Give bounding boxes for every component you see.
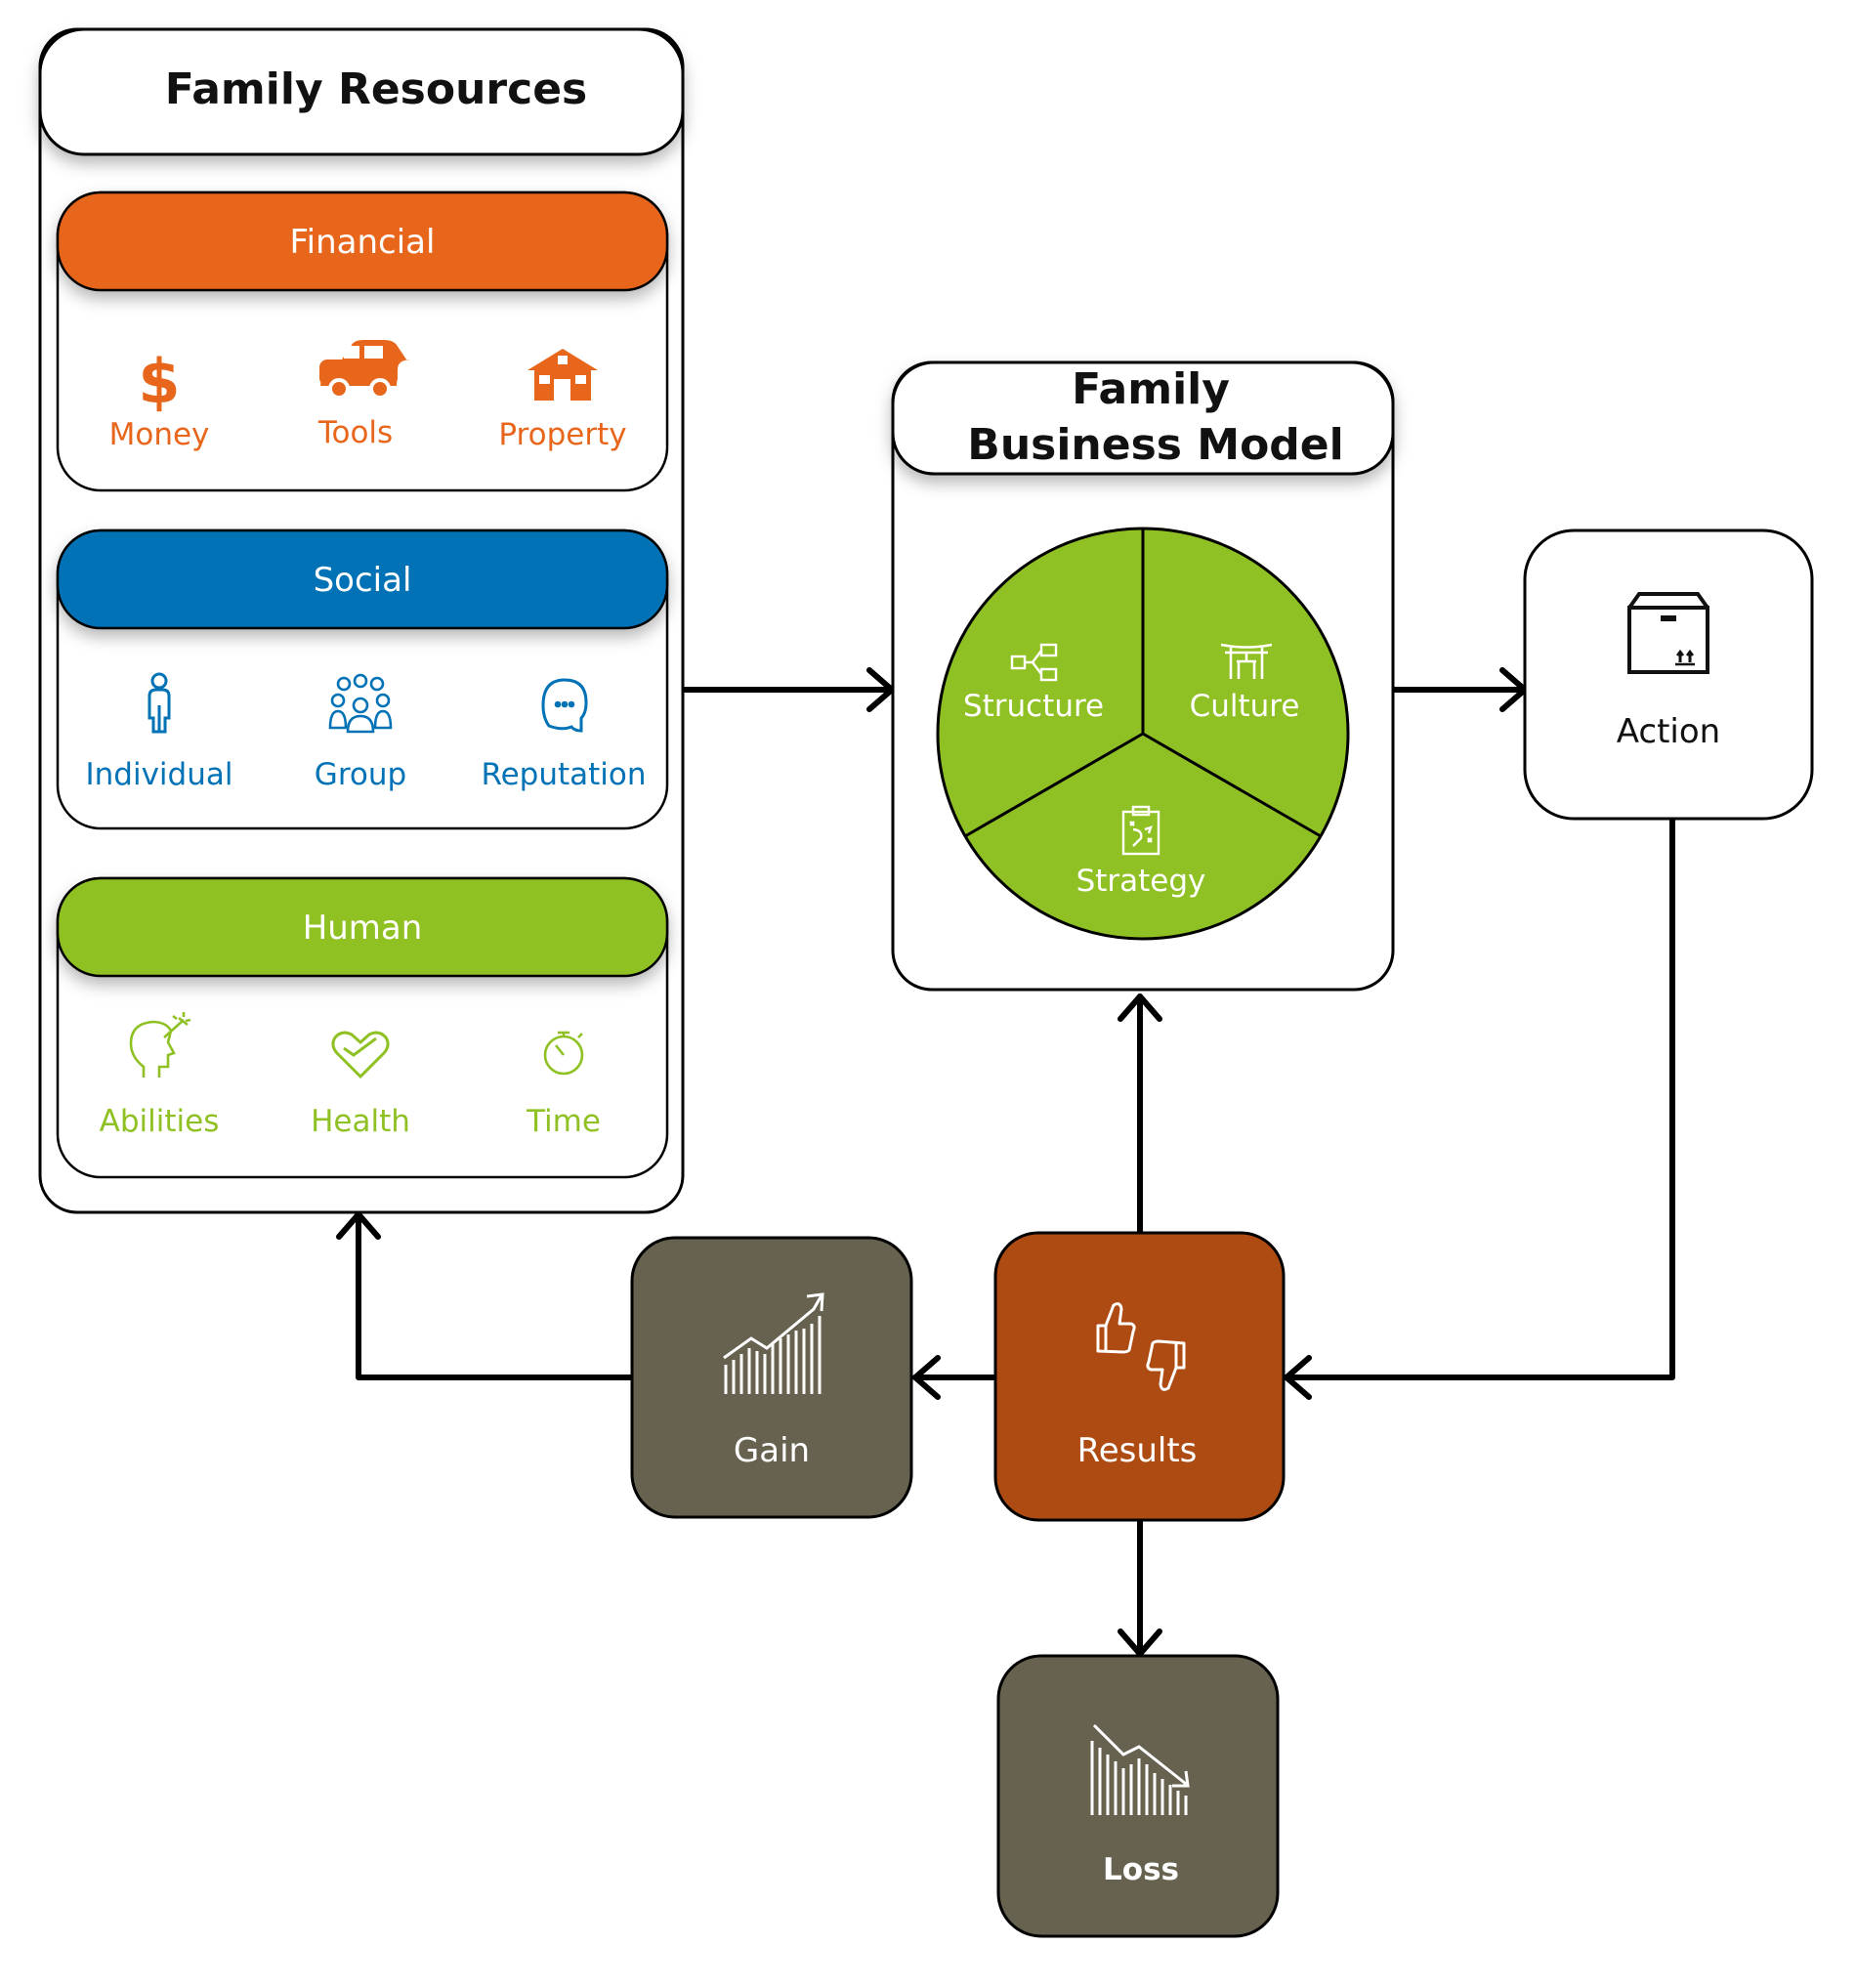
group-human-header (56, 876, 669, 978)
group-social: Social Individual Group (56, 529, 669, 830)
stopwatch-icon (543, 1031, 584, 1076)
item-tools-label: Tools (317, 415, 393, 450)
loss-node: Loss (996, 1654, 1280, 1938)
item-abilities-label: Abilities (100, 1104, 220, 1139)
house-icon (527, 349, 598, 401)
arrowhead-results-to-loss (1118, 1628, 1162, 1657)
model-pie: Structure Culture (936, 527, 1350, 941)
item-time-label: Time (526, 1104, 601, 1139)
heart-icon (331, 1031, 390, 1079)
item-reputation-label: Reputation (481, 757, 646, 792)
arrow-action-to-results (1284, 818, 1675, 1380)
results-box (993, 1231, 1286, 1522)
group-financial-header (56, 190, 669, 292)
action-box (1523, 529, 1814, 821)
gain-node: Gain (630, 1236, 913, 1519)
loss-label: Loss (1103, 1852, 1179, 1887)
action-node: Action (1523, 529, 1814, 821)
connectors (336, 667, 1675, 1657)
car-icon (319, 340, 412, 400)
results-label: Results (1077, 1431, 1198, 1470)
dollar-icon: $ (138, 346, 180, 417)
arrowhead-results-to-model (1118, 994, 1162, 1022)
results-node: Results (993, 1231, 1286, 1522)
group-human-title: Human (303, 909, 423, 948)
resources-title: Family Resources (165, 64, 587, 114)
group-financial-title: Financial (290, 223, 436, 262)
head-spark-icon (129, 1012, 191, 1078)
hierarchy-icon (1010, 643, 1058, 682)
arrowhead-action-to-results (1284, 1355, 1312, 1400)
package-box-icon (1627, 592, 1709, 674)
item-money-label: Money (109, 417, 210, 452)
group-social-header (56, 529, 669, 630)
chart-up-icon (723, 1292, 824, 1394)
arrowhead-results-to-gain (912, 1355, 941, 1400)
item-property-label: Property (498, 417, 626, 452)
group-social-title: Social (314, 561, 412, 600)
person-icon (148, 672, 171, 734)
action-label: Action (1617, 712, 1720, 751)
gain-label: Gain (734, 1431, 810, 1470)
family-resources-panel: Family Resources Financial $ Money Tools (38, 27, 685, 1214)
arrow-gain-to-resources (356, 1211, 635, 1380)
pie-divider-left (964, 732, 1144, 838)
business-model-panel: Family Business Model Structure (891, 360, 1395, 992)
speech-head-icon (541, 678, 588, 733)
arrowhead-gain-to-resources (336, 1211, 381, 1240)
chart-down-icon (1090, 1723, 1190, 1815)
clipboard-plan-icon (1121, 805, 1160, 856)
resources-title-box (38, 27, 685, 156)
pie-divider-right (1142, 732, 1322, 838)
model-title-box (891, 360, 1395, 476)
group-human: Human Abilities Health (56, 876, 669, 1179)
item-group-label: Group (315, 757, 406, 792)
model-title-line1: Family (1072, 364, 1230, 414)
group-icon (328, 673, 393, 734)
segment-culture-label: Culture (1190, 689, 1300, 724)
thumbs-up-down-icon (1096, 1302, 1186, 1391)
group-financial: Financial $ Money Tools (56, 190, 669, 492)
torii-gate-icon (1220, 643, 1273, 679)
item-health-label: Health (311, 1104, 410, 1139)
segment-strategy-label: Strategy (1076, 864, 1206, 899)
segment-structure-label: Structure (963, 689, 1104, 724)
item-individual-label: Individual (86, 757, 233, 792)
model-title-line2: Business Model (967, 420, 1343, 470)
